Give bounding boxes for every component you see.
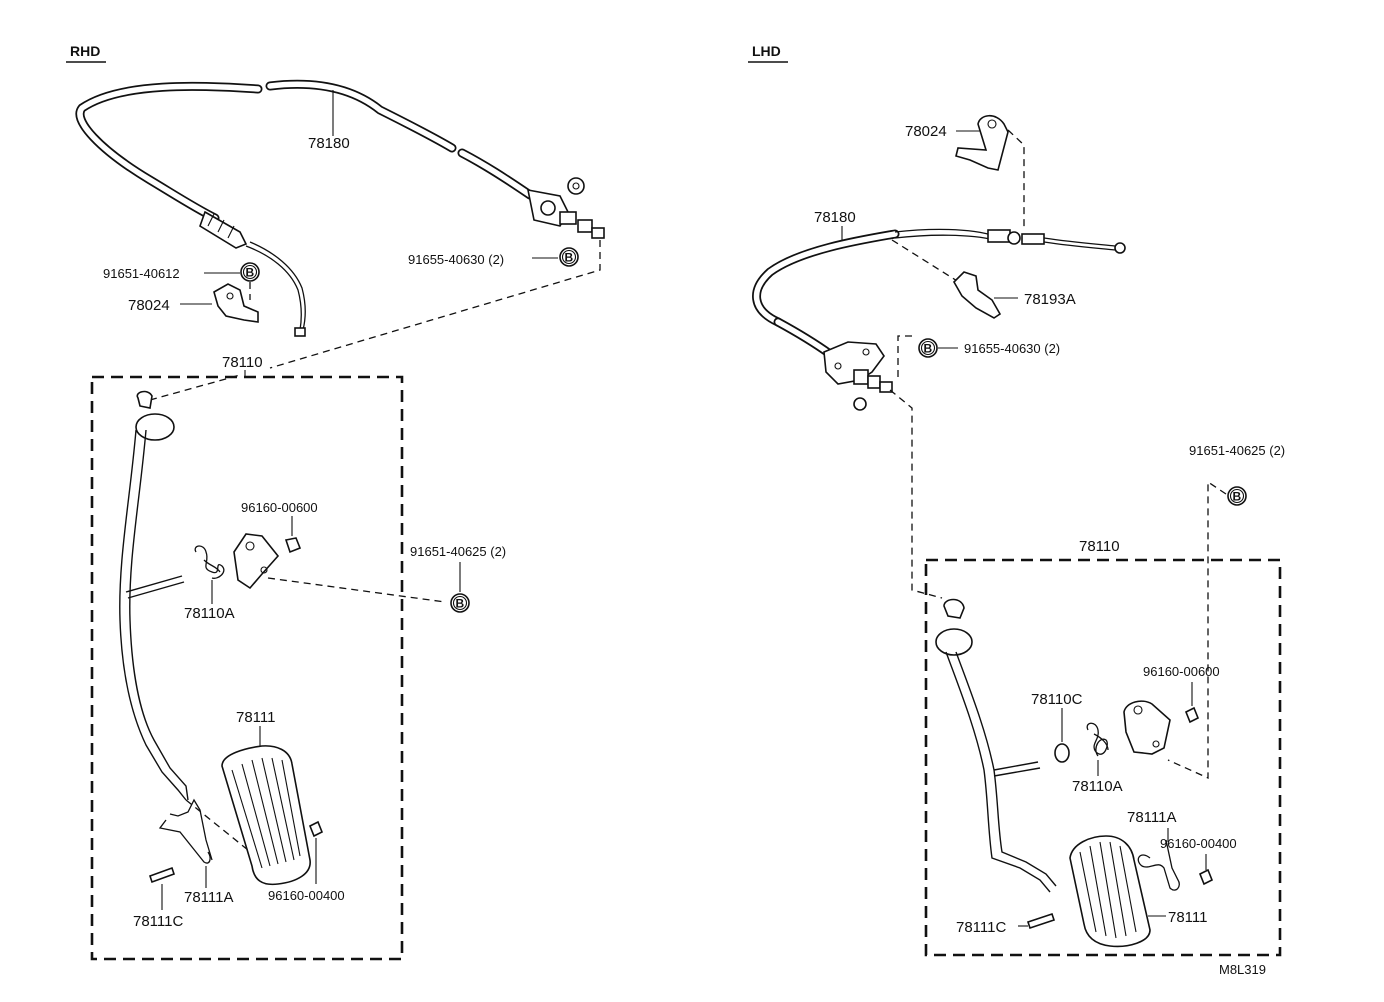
lhd-pin-part xyxy=(1026,912,1056,930)
rhd-pedal-bolt-marker-letter: B xyxy=(456,597,465,611)
rhd-pedal-pad xyxy=(221,745,311,886)
rhd-upper-spring xyxy=(194,545,225,579)
lhd-pad-label: 78111 xyxy=(1168,909,1208,926)
rhd-cable-label: 78180 xyxy=(308,135,350,152)
lhd-bracket-label: 78024 xyxy=(905,123,947,140)
rhd-pad-label: 78111 xyxy=(236,709,276,726)
rhd-bracket-bolt-marker-letter: B xyxy=(246,266,255,280)
rhd-pin-label: 78111C xyxy=(133,913,183,930)
lhd-bushing-label: 78110C xyxy=(1031,691,1083,708)
lhd-accelerator-cable xyxy=(752,228,1126,411)
lhd-lower-nut-part xyxy=(1198,868,1214,886)
lhd-lower-spring-label: 78111A xyxy=(1127,809,1177,826)
rhd-bracket-label: 78024 xyxy=(128,297,170,314)
lhd-pedal-arm xyxy=(935,598,1057,893)
lhd-assy-box xyxy=(924,558,1282,957)
rhd-lower-spring-label: 78111A xyxy=(184,889,234,906)
rhd-pin-part xyxy=(148,866,176,884)
lhd-cable-bolt-label: 91655-40630 (2) xyxy=(964,341,1060,356)
rhd-lower-nut-part xyxy=(308,820,324,838)
rhd-pad-dash xyxy=(185,799,249,851)
rhd-accelerator-cable xyxy=(75,79,605,337)
rhd-assy-dash xyxy=(149,374,241,401)
lhd-clamp-part xyxy=(953,271,1002,319)
diagram-code: M8L319 xyxy=(1219,962,1266,977)
rhd-pedal-bolt-label: 91651-40625 (2) xyxy=(410,544,506,559)
rhd-upper-spring-label: 78110A xyxy=(184,605,235,622)
lhd-upper-spring-label: 78110A xyxy=(1072,778,1123,795)
rhd-lower-nut-label: 96160-00400 xyxy=(268,888,345,903)
rhd-cable-bolt-marker: B xyxy=(559,247,579,267)
lhd-bracket-dash xyxy=(1007,129,1025,230)
rhd-pedal-bolt-dash xyxy=(267,577,446,603)
rhd-section: RHD 78180 xyxy=(66,43,605,961)
lhd-bushing-part xyxy=(1054,743,1070,763)
rhd-pedal-bolt-marker: B xyxy=(450,593,470,613)
rhd-bracket-part xyxy=(213,283,259,323)
rhd-assy-label: 78110 xyxy=(222,354,263,371)
lhd-pedal-pad xyxy=(1069,835,1151,948)
lhd-pivot-bracket xyxy=(1123,700,1171,755)
rhd-pedal-arm xyxy=(119,390,189,801)
lhd-cable-bolt-marker: B xyxy=(918,338,938,358)
lhd-pedal-bolt-marker: B xyxy=(1227,486,1247,506)
lhd-pin-label: 78111C xyxy=(956,919,1006,936)
rhd-assy-box xyxy=(90,375,404,961)
lhd-bracket-part xyxy=(955,114,1009,171)
rhd-heading: RHD xyxy=(70,43,100,59)
lhd-pedal-bolt-label: 91651-40625 (2) xyxy=(1189,443,1285,458)
lhd-lower-spring xyxy=(1137,839,1180,891)
lhd-clamp-dash xyxy=(891,239,963,285)
rhd-bracket-bolt-marker: B xyxy=(240,262,260,282)
lhd-cable-to-pedal-dash xyxy=(889,389,943,599)
rhd-bracket-bolt-label: 91651-40612 xyxy=(103,266,180,281)
rhd-cable-bolt-label: 91655-40630 (2) xyxy=(408,252,504,267)
lhd-upper-nut-label: 96160-00600 xyxy=(1143,664,1220,679)
rhd-upper-nut-part xyxy=(284,537,302,554)
lhd-pedal-bolt-marker-letter: B xyxy=(1233,490,1242,504)
rhd-upper-nut-label: 96160-00600 xyxy=(241,500,318,515)
rhd-lower-spring xyxy=(158,798,213,864)
lhd-clamp-label: 78193A xyxy=(1024,291,1076,308)
rhd-pivot-bracket xyxy=(233,533,280,590)
lhd-cable-bolt-marker-letter: B xyxy=(924,342,933,356)
rhd-cable-bolt-marker-letter: B xyxy=(565,251,574,265)
lhd-upper-spring xyxy=(1086,722,1109,757)
lhd-cable-label: 78180 xyxy=(814,209,856,226)
lhd-upper-nut-part xyxy=(1184,706,1200,724)
lhd-lower-nut-label: 96160-00400 xyxy=(1160,836,1237,851)
lhd-section: LHD 78024 78180 xyxy=(748,43,1285,977)
rhd-cable-to-pedal-dash xyxy=(269,240,601,369)
lhd-heading: LHD xyxy=(752,43,781,59)
lhd-assy-label: 78110 xyxy=(1079,538,1120,555)
lhd-pedal-bolt-dash xyxy=(1167,480,1227,780)
lhd-cable-bolt-dash xyxy=(897,335,912,382)
